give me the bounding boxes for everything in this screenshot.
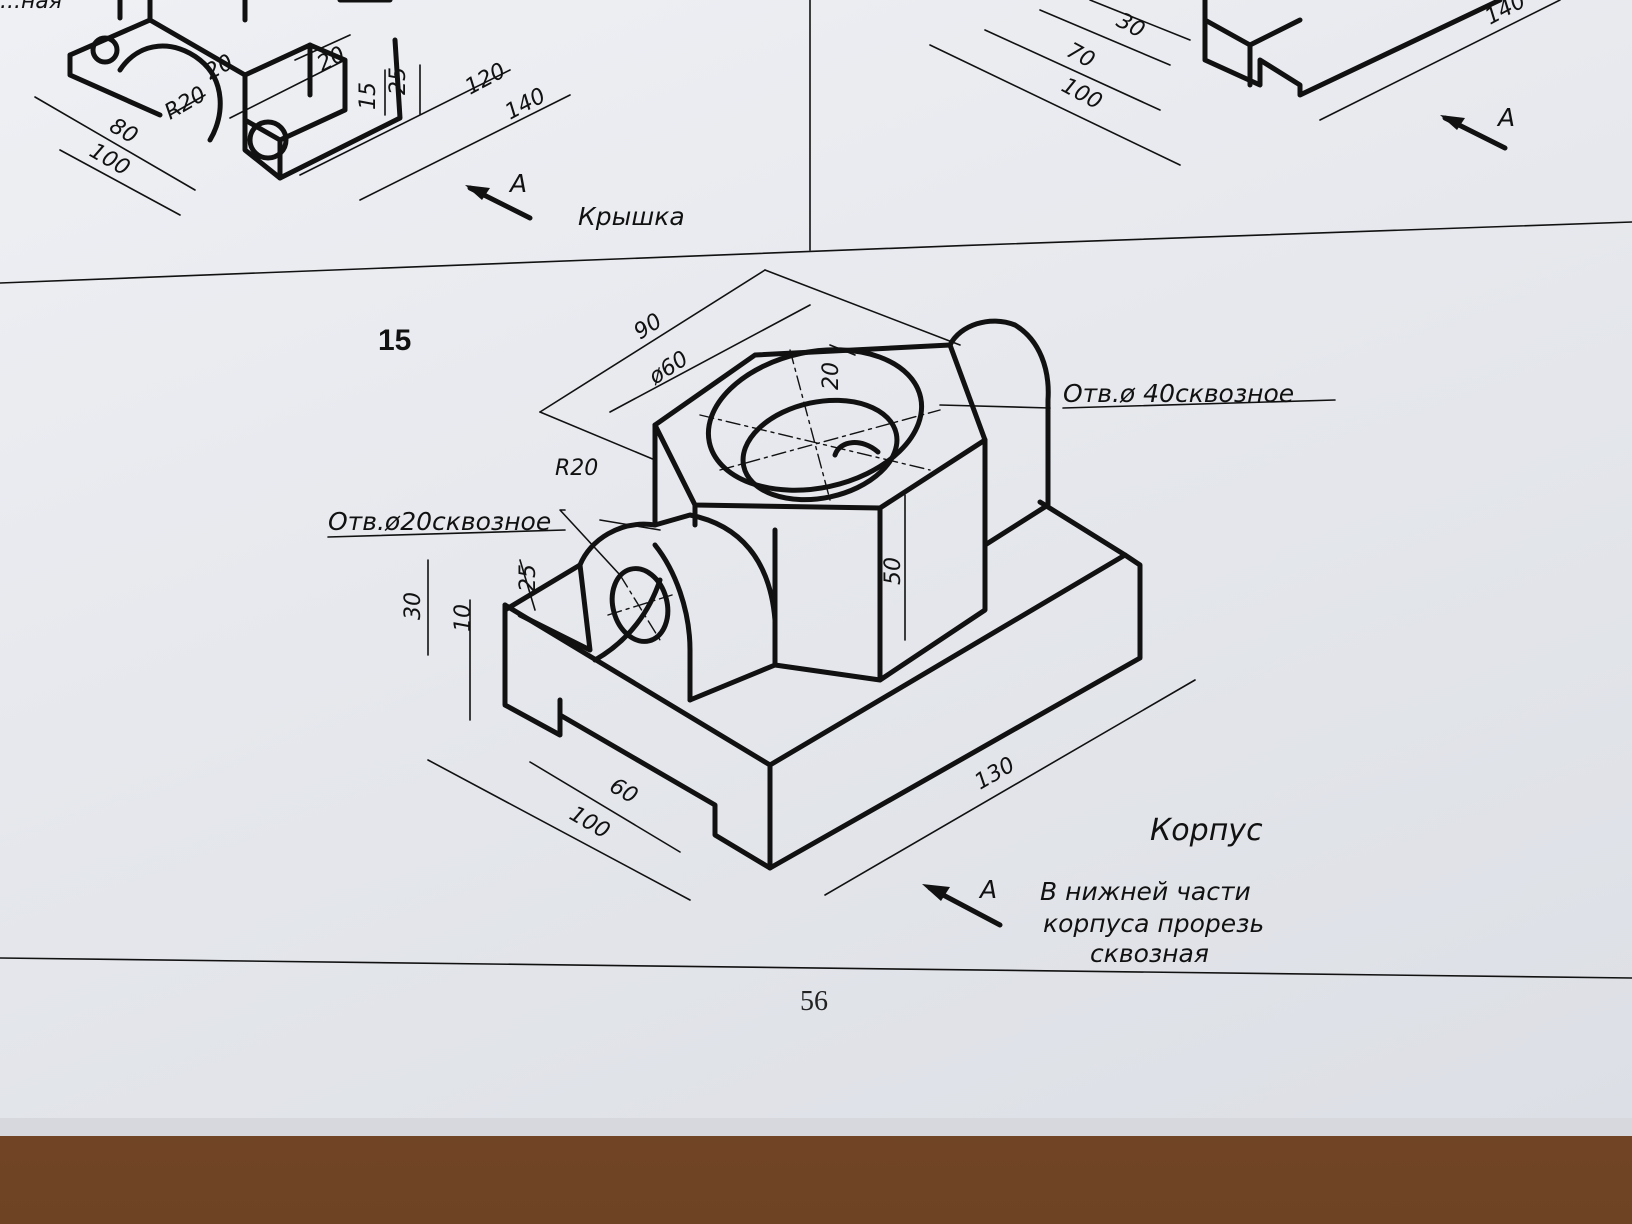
note-line-2: корпуса прорезь: [1043, 909, 1264, 938]
dim-50: 50: [881, 557, 906, 585]
side-hole: [609, 566, 671, 644]
dim-140: 140: [501, 84, 550, 126]
base-front-face: [502, 602, 773, 871]
dim-20: 20: [819, 362, 844, 390]
boss-arc: [652, 512, 778, 668]
view-label-a: A: [508, 169, 527, 198]
dim-10: 10: [451, 604, 476, 632]
figure-kryshka: ...ная 20 20 15 25 120 140 80 100 R20 A …: [0, 0, 685, 231]
dim-d60: ø60: [644, 346, 693, 390]
note-line-3: сквозная: [1090, 939, 1209, 968]
base-top-edge: [1037, 499, 1128, 558]
dim-60: 60: [605, 774, 642, 810]
label-hole-40: Отв.ø 40сквозное: [1063, 379, 1294, 408]
textbook-page: [0, 0, 1632, 1132]
dim-25: 25: [386, 67, 411, 95]
caption-kryshka: Крышка: [578, 202, 685, 231]
corner-text: ...ная: [0, 0, 62, 14]
page-number: 56: [800, 986, 828, 1017]
dim-r20: R20: [555, 456, 598, 481]
figure-korpus: 15: [327, 269, 1336, 968]
page-edge: [0, 1118, 1632, 1136]
dim-140: 140: [1481, 0, 1530, 30]
note-line-1: В нижней части: [1040, 877, 1251, 906]
caption-korpus: Корпус: [1150, 813, 1263, 848]
dim-130: 130: [971, 753, 1020, 796]
base-right-face: [767, 552, 1143, 871]
dim-120: 120: [461, 59, 510, 101]
bottom-rule: [0, 957, 1632, 979]
dim-30: 30: [1112, 8, 1148, 43]
hex-sides: [652, 422, 988, 683]
dim-30: 30: [401, 592, 426, 620]
view-label-a: A: [978, 875, 997, 904]
rear-lug: [947, 318, 1051, 548]
view-label-a: A: [1496, 103, 1515, 132]
figure-top-right: 30 70 100 140 A: [929, 0, 1561, 166]
dim-15: 15: [356, 82, 381, 110]
section-divider: [0, 221, 1632, 284]
task-number: 15: [378, 324, 411, 357]
bore-60: [705, 347, 925, 493]
dim-80: 80: [105, 114, 142, 150]
dim-90: 90: [630, 309, 667, 345]
dim-r20: R20: [161, 82, 211, 125]
dim-25: 25: [516, 564, 541, 592]
bore-40: [740, 397, 900, 503]
